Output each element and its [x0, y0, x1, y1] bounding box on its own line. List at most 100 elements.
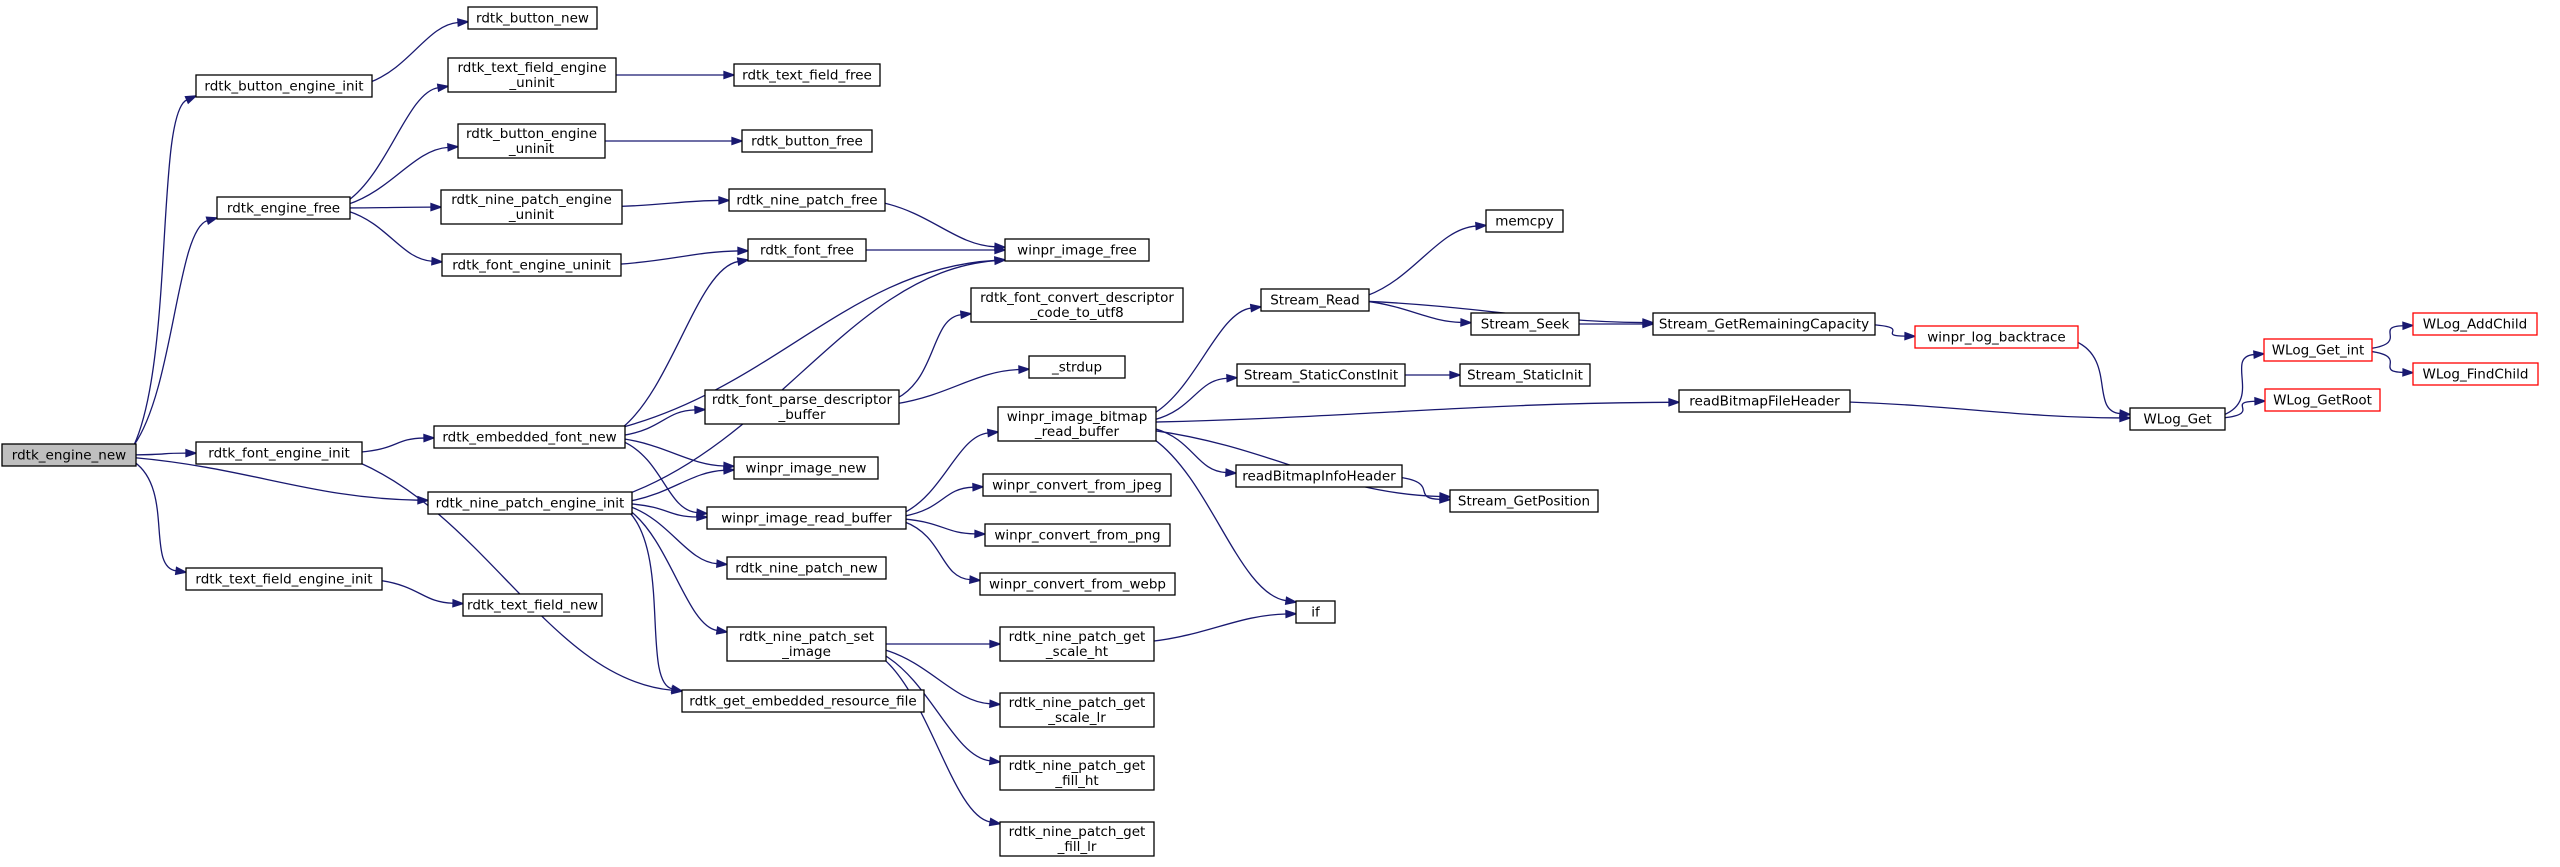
edge-stream-read-to-memcpy [1366, 221, 1488, 297]
node-label: rdtk_nine_patch_get [1009, 695, 1146, 711]
node-rdtk-text-field-free[interactable]: rdtk_text_field_free [733, 63, 881, 87]
node-rdtk-button-free[interactable]: rdtk_button_free [741, 129, 873, 153]
node-box [733, 456, 879, 480]
node-rdtk-button-engine-init[interactable]: rdtk_button_engine_init [195, 74, 373, 98]
edge-rdtk-font-engine-uninit-to-rdtk-font-free [618, 246, 750, 265]
node-rdtk-engine-new[interactable]: rdtk_engine_new [1, 443, 137, 467]
node-box [467, 6, 598, 30]
node-box [441, 253, 622, 277]
node-rdtk-font-parse-descriptor-buffer[interactable]: rdtk_font_parse_descriptor_buffer [704, 389, 900, 425]
node-rdtk-font-convert-descriptor-code-to-utf8[interactable]: rdtk_font_convert_descriptor_code_to_utf… [970, 287, 1184, 323]
node-memcpy[interactable]: memcpy [1485, 209, 1564, 233]
edge-line [1151, 613, 1287, 642]
node-winpr-image-read-buffer[interactable]: winpr_image_read_buffer [706, 506, 907, 530]
edge-arrowhead [2253, 350, 2266, 360]
node-stream-getposition[interactable]: Stream_GetPosition [1449, 489, 1599, 513]
edge-arrowhead [452, 598, 465, 608]
edge-winpr-image-read-buffer-to-winpr-convert-from-jpeg [903, 482, 985, 517]
node-rdtk-engine-free[interactable]: rdtk_engine_free [216, 196, 351, 220]
edge-winpr-image-read-buffer-to-winpr-image-bitmap-read-buffer [903, 428, 1000, 514]
edge-rdtk-text-field-engine-init-to-rdtk-text-field-new [379, 579, 465, 608]
node-rdtk-font-free[interactable]: rdtk_font_free [747, 238, 867, 262]
edge-arrowhead [969, 575, 982, 584]
node-stream-staticconstinit[interactable]: Stream_StaticConstInit [1236, 363, 1406, 387]
node-box [447, 57, 617, 93]
node-label: rdtk_engine_new [12, 448, 126, 464]
node-winpr-image-new[interactable]: winpr_image_new [733, 456, 879, 480]
node-winpr-convert-from-webp[interactable]: winpr_convert_from_webp [979, 572, 1176, 596]
node-rdtk-nine-patch-get-fill-ht[interactable]: rdtk_nine_patch_get_fill_ht [999, 755, 1155, 791]
node-rdtk-nine-patch-engine-uninit[interactable]: rdtk_nine_patch_engine_uninit [440, 189, 623, 225]
edge-line [622, 260, 739, 428]
edge-rdtk-button-engine-init-to-rdtk-button-new [369, 18, 470, 83]
node-wlog-findchild[interactable]: WLog_FindChild [2412, 362, 2539, 386]
node-wlog-getroot[interactable]: WLog_GetRoot [2264, 388, 2381, 412]
node-box [440, 189, 623, 225]
node-readbitmapfileheader[interactable]: readBitmapFileHeader [1678, 389, 1851, 413]
node-winpr-log-backtrace[interactable]: winpr_log_backtrace [1914, 325, 2079, 349]
node-rdtk-nine-patch-get-scale-ht[interactable]: rdtk_nine_patch_get_scale_ht [999, 626, 1155, 662]
node-label: rdtk_button_engine [466, 126, 597, 142]
node-rdtk-button-engine-uninit[interactable]: rdtk_button_engine_uninit [457, 123, 606, 159]
node-strdup[interactable]: _strdup [1028, 355, 1126, 379]
node-rdtk-nine-patch-new[interactable]: rdtk_nine_patch_new [726, 556, 887, 580]
node-rdtk-font-engine-init[interactable]: rdtk_font_engine_init [195, 441, 363, 465]
edge-arrowhead [994, 245, 1007, 255]
node-label: rdtk_nine_patch_new [735, 561, 877, 577]
edge-arrowhead [723, 70, 736, 80]
edge-line [1153, 438, 1287, 602]
edge-arrowhead [989, 639, 1002, 649]
node-wlog-get[interactable]: WLog_Get [2129, 407, 2226, 431]
edge-arrowhead [185, 448, 198, 458]
node-rdtk-nine-patch-set-image[interactable]: rdtk_nine_patch_set_image [726, 626, 887, 662]
node-readbitmapinfoheader[interactable]: readBitmapInfoHeader [1235, 464, 1403, 488]
node-box [1236, 363, 1406, 387]
node-winpr-image-bitmap-read-buffer[interactable]: winpr_image_bitmap_read_buffer [997, 406, 1157, 442]
node-stream-seek[interactable]: Stream_Seek [1470, 312, 1580, 336]
node-box [2264, 388, 2381, 412]
edge-rdtk-nine-patch-set-image-to-rdtk-nine-patch-get-scale-lr [883, 648, 1002, 709]
node-label: winpr_image_new [746, 461, 867, 477]
node-rdtk-button-new[interactable]: rdtk_button_new [467, 6, 598, 30]
node-wlog-addchild[interactable]: WLog_AddChild [2412, 312, 2538, 336]
node-box [1004, 238, 1150, 262]
node-box [999, 626, 1155, 662]
node-box [999, 755, 1155, 791]
node-stream-getremainingcapacity[interactable]: Stream_GetRemainingCapacity [1652, 312, 1876, 336]
edge-winpr-image-read-buffer-to-winpr-convert-from-png [903, 518, 987, 539]
node-label: rdtk_embedded_font_new [442, 430, 616, 446]
node-rdtk-text-field-engine-init[interactable]: rdtk_text_field_engine_init [185, 567, 383, 591]
edge-line [629, 512, 673, 690]
node-rdtk-nine-patch-engine-init[interactable]: rdtk_nine_patch_engine_init [427, 491, 633, 515]
node-if[interactable]: if [1295, 600, 1336, 624]
node-wlog-get-int[interactable]: WLog_Get_int [2263, 338, 2373, 362]
node-rdtk-text-field-engine-uninit[interactable]: rdtk_text_field_engine_uninit [447, 57, 617, 93]
node-winpr-convert-from-png[interactable]: winpr_convert_from_png [984, 523, 1171, 547]
node-winpr-image-free[interactable]: winpr_image_free [1004, 238, 1150, 262]
node-rdtk-nine-patch-get-fill-lr[interactable]: rdtk_nine_patch_get_fill_lr [999, 821, 1155, 857]
node-winpr-convert-from-jpeg[interactable]: winpr_convert_from_jpeg [982, 473, 1172, 497]
edge-arrowhead [1226, 373, 1239, 383]
node-stream-staticinit[interactable]: Stream_StaticInit [1459, 363, 1591, 387]
node-rdtk-font-engine-uninit[interactable]: rdtk_font_engine_uninit [441, 253, 622, 277]
node-rdtk-get-embedded-resource-file[interactable]: rdtk_get_embedded_resource_file [681, 689, 925, 713]
edge-line [883, 654, 991, 762]
node-stream-read[interactable]: Stream_Read [1260, 288, 1370, 312]
edge-arrowhead [423, 433, 436, 443]
edge-rdtk-engine-free-to-rdtk-button-engine-uninit [347, 142, 460, 205]
node-rdtk-nine-patch-get-scale-lr[interactable]: rdtk_nine_patch_get_scale_lr [999, 692, 1155, 728]
edge-line [2222, 400, 2256, 419]
edge-rdtk-nine-patch-set-image-to-rdtk-nine-patch-get-fill-ht [883, 654, 1002, 766]
node-label: _read_buffer [1034, 424, 1120, 440]
node-box [1295, 600, 1336, 624]
node-label: _scale_ht [1045, 644, 1108, 660]
node-rdtk-nine-patch-free[interactable]: rdtk_nine_patch_free [728, 188, 886, 212]
edge-arrowhead [1460, 317, 1473, 327]
edge-rdtk-nine-patch-engine-init-to-rdtk-nine-patch-new [629, 505, 729, 569]
node-box [747, 238, 867, 262]
edge-arrowhead [1668, 397, 1681, 407]
node-rdtk-embedded-font-new[interactable]: rdtk_embedded_font_new [433, 425, 626, 449]
node-rdtk-text-field-new[interactable]: rdtk_text_field_new [462, 593, 603, 617]
node-label: if [1311, 605, 1321, 621]
